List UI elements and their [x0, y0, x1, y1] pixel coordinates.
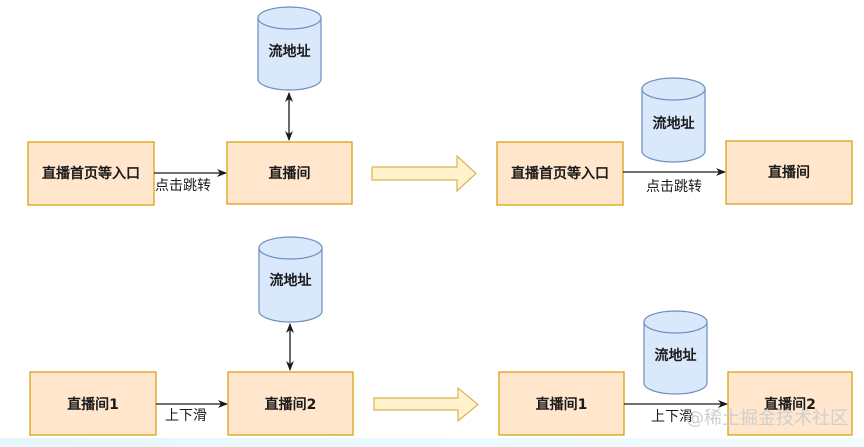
db-label: 流地址 — [270, 272, 312, 289]
target-box: 直播间 — [226, 141, 353, 205]
transition-arrow-bottom — [373, 386, 479, 423]
edge-label: 点击跳转 — [155, 178, 211, 194]
diagram-click-jump-before: 流地址 直播首页等入口 点击跳转 直播间 — [27, 6, 353, 206]
source-box: 直播首页等入口 — [27, 141, 155, 206]
edge-label: 上下滑 — [651, 408, 693, 425]
source-box-label: 直播首页等入口 — [511, 165, 609, 182]
source-box-label: 直播间1 — [536, 396, 588, 413]
db-cylinder: 流地址 — [641, 77, 706, 163]
db-label: 流地址 — [653, 115, 695, 132]
target-box: 直播间2 — [727, 371, 853, 436]
db-label: 流地址 — [269, 43, 311, 60]
source-box: 直播首页等入口 — [496, 141, 624, 206]
bottom-band — [0, 438, 864, 447]
target-box-label: 直播间2 — [764, 396, 816, 413]
edge-label: 点击跳转 — [646, 179, 702, 195]
target-box-label: 直播间2 — [265, 396, 317, 413]
db-cylinder: 流地址 — [643, 310, 708, 395]
db-cylinder: 流地址 — [258, 236, 323, 323]
target-box-label: 直播间 — [768, 164, 810, 181]
source-box: 直播间1 — [498, 371, 625, 436]
diagram-swipe-after: 直播间1 流地址 上下滑 直播间2 — [498, 310, 853, 436]
source-box-label: 直播间1 — [67, 396, 119, 413]
target-box: 直播间2 — [227, 371, 354, 436]
edge-label: 上下滑 — [165, 407, 207, 424]
db-cylinder: 流地址 — [257, 6, 322, 91]
source-box: 直播间1 — [29, 371, 157, 436]
source-box-label: 直播首页等入口 — [42, 165, 140, 182]
target-box-label: 直播间 — [269, 165, 311, 182]
watermark: @稀土掘金技术社区 — [686, 408, 848, 429]
diagram-swipe-before: 流地址 直播间1 上下滑 直播间2 — [29, 236, 354, 436]
diagram-click-jump-after: 直播首页等入口 流地址 点击跳转 直播间 — [496, 77, 853, 206]
transition-arrow-top — [371, 154, 477, 193]
target-box: 直播间 — [725, 140, 853, 205]
db-label: 流地址 — [655, 347, 697, 364]
